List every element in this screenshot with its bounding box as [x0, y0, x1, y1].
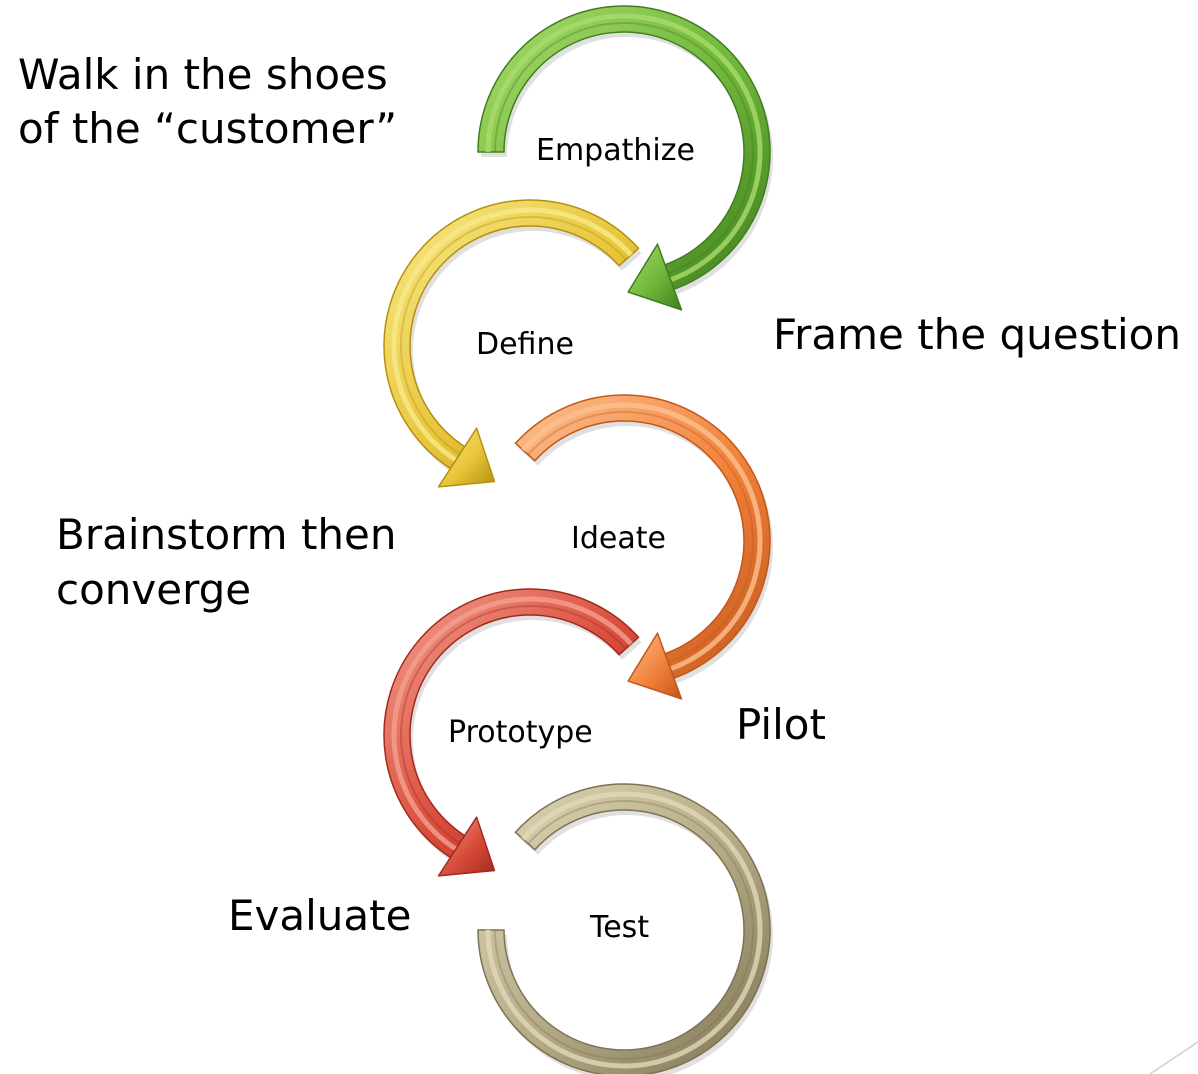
arrow-highlight [485, 791, 763, 1069]
empathize-note-line-1: Walk in the shoes [18, 50, 388, 99]
arrow-highlight [521, 402, 763, 672]
arrow-band [383, 588, 640, 859]
arrow-band [477, 783, 771, 1074]
arrow-empathize [477, 5, 773, 311]
ideate-note-line-1: Brainstorm then [56, 510, 397, 559]
cycle-arrows [383, 5, 773, 1074]
arrow-groove [400, 605, 627, 845]
arrow-groove [494, 800, 754, 1060]
define-note: Frame the question [773, 310, 1181, 359]
arrow-band [477, 5, 771, 291]
prototype-note: Pilot [736, 700, 826, 749]
arrow-define [383, 199, 642, 488]
arrow-groove [494, 22, 754, 275]
arrow-test [477, 783, 773, 1074]
arrow-prototype [383, 588, 642, 877]
arrow-band [383, 199, 640, 470]
stage-label-test: Test [590, 910, 650, 945]
arrow-highlight [391, 207, 633, 463]
empathize-note-line-2: of the “customer” [18, 104, 398, 153]
arrow-band [514, 394, 771, 680]
stage-label-prototype: Prototype [448, 715, 593, 750]
arrow-ideate [514, 394, 773, 700]
arrow-head [627, 243, 683, 311]
arrow-head [437, 816, 496, 877]
stage-label-ideate: Ideate [571, 521, 666, 556]
stage-label-empathize: Empathize [536, 133, 695, 168]
stage-label-define: Define [476, 327, 574, 362]
ideate-note-line-2: converge [56, 565, 252, 614]
arrow-head [437, 427, 496, 488]
arrow-groove [400, 216, 627, 456]
arrow-highlight [391, 596, 633, 852]
test-note: Evaluate [228, 891, 412, 940]
arrow-head [627, 632, 683, 700]
arrow-groove [527, 411, 754, 664]
arrow-highlight [485, 13, 763, 283]
